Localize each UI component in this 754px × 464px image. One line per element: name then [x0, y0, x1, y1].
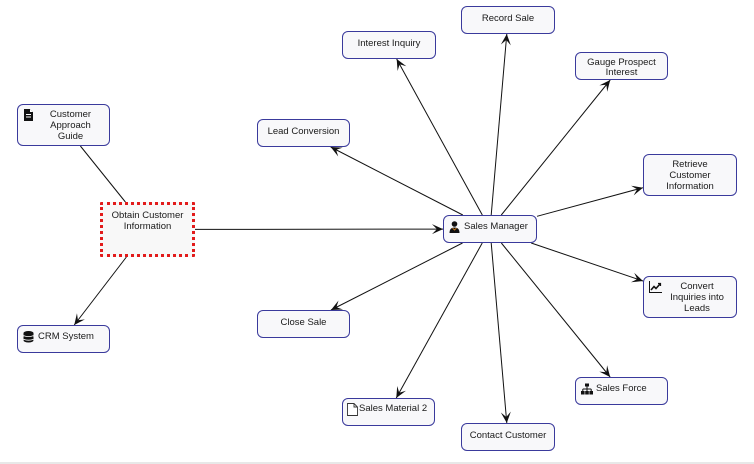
arrowhead-icon	[599, 80, 611, 92]
arrowhead-icon	[330, 300, 344, 310]
edge-sales-manager-to-interest-inquiry[interactable]	[396, 58, 483, 216]
node-label: Contact Customer	[469, 430, 547, 441]
arrowhead-icon	[396, 59, 407, 72]
arrowhead-icon	[631, 185, 643, 196]
edge-sales-manager-to-record-sale[interactable]	[490, 33, 508, 216]
node-customer-approach-guide[interactable]: Customer Approach Guide	[17, 104, 110, 146]
node-record-sale[interactable]: Record Sale	[461, 6, 555, 34]
document-outline-icon	[347, 403, 358, 416]
edge-sales-manager-to-contact-customer[interactable]	[490, 242, 508, 424]
node-contact-customer[interactable]: Contact Customer	[461, 423, 555, 451]
node-label: Customer Approach Guide	[49, 109, 92, 142]
edge-sales-manager-to-retrieve-customer-information[interactable]	[536, 187, 644, 217]
edge-customer-approach-guide-to-obtain-customer-information[interactable]	[79, 145, 126, 203]
node-interest-inquiry[interactable]: Interest Inquiry	[342, 31, 436, 59]
database-icon	[23, 331, 34, 343]
edge-sales-manager-to-sales-material-2[interactable]	[395, 242, 483, 399]
node-label: Sales Force	[596, 383, 647, 394]
node-label: Close Sale	[280, 317, 327, 328]
node-label: Lead Conversion	[267, 126, 340, 137]
arrowhead-icon	[630, 272, 643, 283]
edge-sales-manager-to-sales-force[interactable]	[500, 242, 611, 378]
arrowhead-icon	[599, 365, 611, 377]
node-close-sale[interactable]: Close Sale	[257, 310, 350, 338]
line-chart-icon	[649, 281, 662, 293]
node-lead-conversion[interactable]: Lead Conversion	[257, 119, 350, 147]
arrowhead-icon	[500, 34, 511, 46]
edge-obtain-customer-information-to-crm-system[interactable]	[73, 256, 127, 326]
node-obtain-customer-information[interactable]: Obtain Customer Information	[100, 202, 195, 257]
org-chart-icon	[581, 383, 593, 395]
edge-sales-manager-to-convert-inquiries-into-leads[interactable]	[531, 242, 644, 282]
node-label: Interest Inquiry	[357, 38, 421, 49]
node-crm-system[interactable]: CRM System	[17, 325, 110, 353]
arrowhead-icon	[396, 385, 406, 398]
node-label: Sales Material 2	[359, 403, 428, 414]
document-filled-icon	[23, 109, 34, 121]
node-label: CRM System	[38, 331, 94, 342]
canvas-bottom-border	[0, 462, 754, 464]
node-gauge-prospect-interest[interactable]: Gauge Prospect Interest	[575, 52, 668, 80]
node-label: Obtain Customer Information	[111, 210, 184, 232]
node-sales-material-2[interactable]: Sales Material 2	[342, 398, 435, 426]
edge-sales-manager-to-lead-conversion[interactable]	[330, 146, 464, 216]
user-icon	[449, 221, 460, 233]
arrowhead-icon	[431, 224, 443, 235]
node-label: Retrieve Customer Information	[666, 159, 714, 192]
node-label: Sales Manager	[464, 221, 528, 232]
arrowhead-icon	[500, 411, 511, 423]
arrowhead-icon	[74, 313, 85, 325]
node-sales-force[interactable]: Sales Force	[575, 377, 668, 405]
node-sales-manager[interactable]: Sales Manager	[443, 215, 537, 243]
node-label: Record Sale	[481, 13, 535, 24]
node-retrieve-customer-information[interactable]: Retrieve Customer Information	[643, 154, 737, 196]
node-label: Gauge Prospect Interest	[587, 57, 656, 78]
edge-sales-manager-to-close-sale[interactable]	[330, 242, 463, 311]
edge-sales-manager-to-gauge-prospect-interest[interactable]	[500, 79, 611, 216]
arrowhead-icon	[330, 147, 343, 157]
node-convert-inquiries-into-leads[interactable]: Convert Inquiries into Leads	[643, 276, 737, 318]
node-label: Convert Inquiries into Leads	[670, 281, 724, 314]
